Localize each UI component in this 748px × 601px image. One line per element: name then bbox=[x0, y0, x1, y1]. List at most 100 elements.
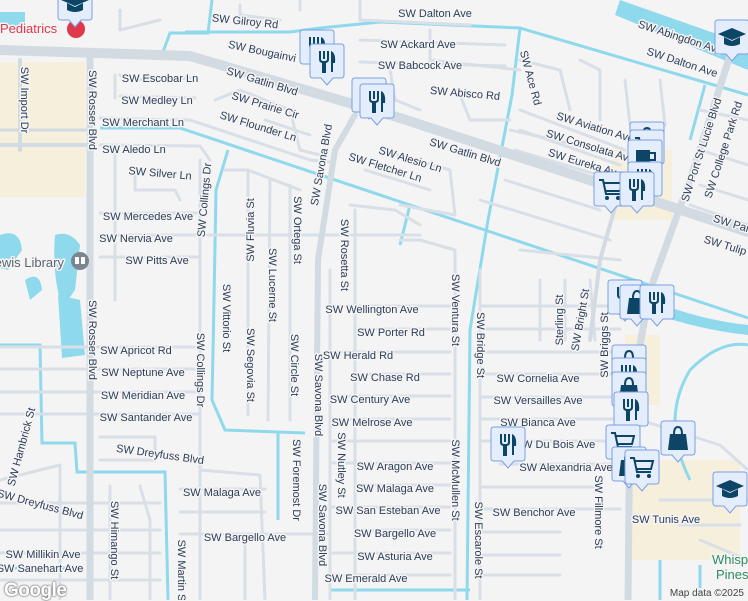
minor-road bbox=[98, 143, 212, 162]
street-label: SW Chase Rd bbox=[350, 372, 420, 384]
poi-library[interactable]: Lewis Library bbox=[0, 254, 66, 272]
minor-road bbox=[698, 148, 748, 167]
minor-road bbox=[358, 60, 507, 68]
minor-road bbox=[518, 248, 622, 262]
canal bbox=[688, 84, 707, 141]
library-icon[interactable] bbox=[71, 252, 89, 270]
street-label: SW Rosser Blvd bbox=[86, 300, 98, 380]
street-label: SW Rosetta St bbox=[338, 219, 350, 291]
minor-road bbox=[398, 238, 457, 600]
restaurant-marker[interactable] bbox=[619, 171, 655, 214]
lake bbox=[0, 233, 22, 270]
restaurant-marker[interactable] bbox=[613, 391, 649, 434]
street-label: SW Dreyfuss Blvd bbox=[0, 488, 84, 523]
street-label: SW Dreyfuss Blvd bbox=[115, 443, 204, 467]
map-attribution[interactable]: Map data ©2025 bbox=[665, 588, 748, 600]
street-label: SW Santander Ave bbox=[100, 412, 193, 424]
minor-road bbox=[503, 178, 602, 212]
poi-labels: Pediatrics Lewis Library Whisp Pines bbox=[0, 20, 748, 584]
street-label: SW Emerald Ave bbox=[325, 573, 408, 585]
street-label: SW Aledo Ln bbox=[102, 144, 166, 156]
street-label: SW Bridge St bbox=[474, 312, 486, 378]
minor-road bbox=[578, 58, 602, 122]
place-markers[interactable] bbox=[57, 0, 748, 514]
street-label: SW McMullen St bbox=[449, 439, 461, 520]
street-label: SW Lucerne St bbox=[266, 248, 278, 322]
street-label: SW Malaga Ave bbox=[183, 487, 261, 499]
minor-road bbox=[98, 435, 157, 462]
minor-road bbox=[518, 128, 622, 167]
minor-road bbox=[363, 168, 432, 192]
minor-road bbox=[688, 203, 748, 227]
street-label: SW Briggs St bbox=[599, 312, 611, 377]
street-label: Sterling St bbox=[554, 295, 566, 346]
restaurant-icon bbox=[629, 179, 646, 201]
school-icon bbox=[716, 480, 744, 498]
restaurant-marker[interactable] bbox=[309, 43, 345, 86]
school-marker[interactable] bbox=[57, 0, 93, 28]
street-label: SW Martin St bbox=[175, 540, 187, 600]
poi-whispering-pines-2[interactable]: Pines bbox=[715, 566, 748, 584]
school-marker[interactable] bbox=[714, 19, 748, 62]
street-label: SW Asturia Ave bbox=[357, 551, 433, 563]
canal bbox=[0, 343, 170, 600]
minor-road bbox=[623, 78, 632, 127]
street-label: SW Savona Blvd bbox=[316, 484, 328, 567]
minor-road bbox=[358, 0, 472, 27]
minor-road bbox=[198, 468, 267, 600]
poi-whispering-pines-1[interactable]: Whisp bbox=[711, 551, 748, 569]
restaurant-icon bbox=[500, 434, 517, 456]
street-label: SW Sanehart Ave bbox=[0, 563, 83, 575]
street-label: SW Gilroy Rd bbox=[211, 12, 279, 31]
street-label: SW Import Dr bbox=[18, 67, 30, 134]
savona-blvd bbox=[312, 112, 358, 600]
street-label: SW Ortega St bbox=[291, 196, 303, 264]
street-label: SW Century Ave bbox=[330, 394, 411, 406]
restaurant-marker[interactable] bbox=[490, 426, 526, 469]
lake bbox=[58, 295, 85, 358]
street-label: SW Foremost Dr bbox=[290, 439, 302, 521]
minor-road bbox=[388, 68, 422, 112]
cart-marker[interactable] bbox=[624, 449, 660, 492]
street-label: SW Bright St bbox=[570, 288, 593, 352]
minor-road bbox=[266, 178, 272, 422]
street-label: SW Himango St bbox=[108, 501, 120, 579]
restaurant-marker[interactable] bbox=[639, 284, 675, 327]
school-marker[interactable] bbox=[712, 471, 748, 514]
canal bbox=[185, 20, 748, 97]
street-label: SW Neptune Ave bbox=[101, 367, 185, 379]
street-label: SW Porter Rd bbox=[357, 327, 425, 339]
minor-road bbox=[458, 93, 512, 122]
street-label: SW Melrose Ave bbox=[331, 417, 412, 429]
street-label: SW Malaga Ave bbox=[356, 483, 434, 495]
street-label: SW Collings Dr bbox=[196, 162, 214, 238]
street-label: SW Wellington Ave bbox=[325, 304, 418, 316]
street-label: SW Nutley St bbox=[335, 432, 347, 497]
minor-road bbox=[118, 94, 197, 100]
minor-road bbox=[118, 73, 197, 82]
school-icon bbox=[718, 28, 746, 46]
restaurant-icon bbox=[649, 292, 666, 314]
school-icon bbox=[61, 0, 89, 12]
minor-road bbox=[518, 58, 572, 112]
pediatrics-pin-icon[interactable] bbox=[67, 20, 85, 38]
street-label: SW Cornelia Ave bbox=[497, 373, 580, 385]
street-label: SW Herald Rd bbox=[323, 350, 393, 362]
canal bbox=[210, 149, 306, 435]
minor-road bbox=[118, 8, 162, 32]
street-label: SW Ventura St bbox=[449, 274, 461, 346]
restaurant-marker[interactable] bbox=[359, 83, 395, 126]
canal bbox=[465, 27, 522, 600]
lake bbox=[25, 276, 42, 300]
poi-pediatrics[interactable]: Pediatrics bbox=[0, 20, 59, 38]
minor-road bbox=[138, 484, 152, 600]
street-label: SW Du Bois Ave bbox=[515, 439, 596, 451]
shopping-bag-marker[interactable] bbox=[660, 420, 696, 463]
street-label: SW Segovia St bbox=[244, 328, 256, 402]
google-logo: Google bbox=[4, 580, 67, 601]
street-label: SW Abisco Rd bbox=[429, 85, 500, 103]
street-label: SW Pitts Ave bbox=[125, 255, 188, 267]
street-label: SW Versailles Ave bbox=[493, 395, 582, 407]
